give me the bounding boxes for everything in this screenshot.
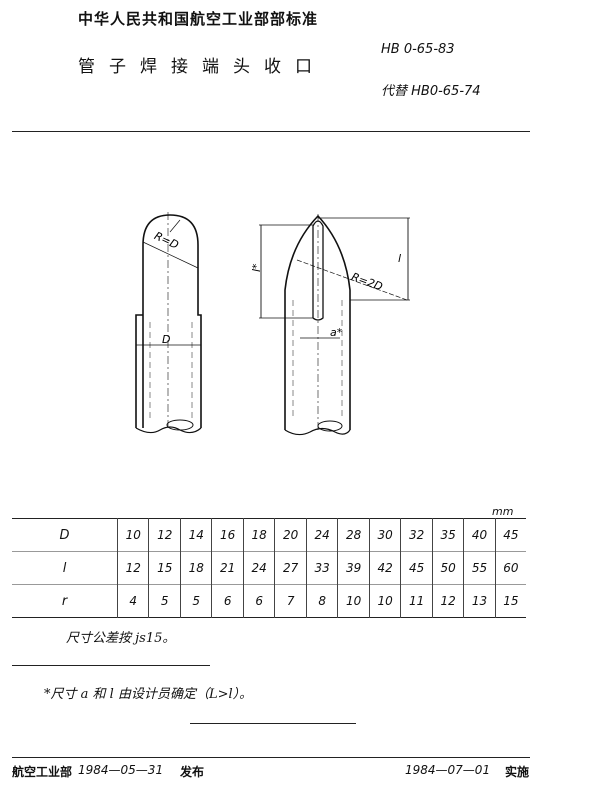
table-cell: 21 [211,551,244,585]
diameter-label: D [162,333,170,346]
table-cell: 13 [463,584,496,618]
table-cell: 33 [305,551,338,585]
table-cell: 45 [494,518,526,552]
issuer: 航空工业部 [12,765,73,779]
table-cell: 24 [242,551,275,585]
row-header: r [61,593,68,609]
table-cell: 30 [368,518,401,552]
issue-date: 1984—05—31 [78,763,164,777]
right-tube-figure [259,214,410,436]
table-cell: 50 [431,551,464,585]
table-cell: 11 [400,584,433,618]
table-cell: 15 [148,551,181,585]
table-cell: 28 [337,518,370,552]
footnote: *尺寸 a 和 l 由设计员确定（L>l）。 [44,687,253,702]
table-cell: 12 [148,518,181,552]
effective-date: 1984—07—01 [405,763,491,777]
document-title: 管子焊接端头收口 [78,57,326,77]
table-cell: 27 [274,551,307,585]
unit-label: mm [492,505,514,518]
table-cell: 20 [274,518,307,552]
table-row: D 10 12 14 16 18 20 24 28 30 32 35 40 45 [12,518,526,552]
table-cell: 5 [148,584,181,618]
table-cell: 8 [305,584,338,618]
table-cell: 6 [211,584,244,618]
table-cell: 42 [368,551,401,585]
table-cell: 12 [116,551,149,585]
table-cell: 55 [463,551,496,585]
table-cell: 14 [179,518,212,552]
row-header: D [59,527,70,543]
table-cell: 40 [463,518,496,552]
table-cell: 10 [116,518,149,552]
left-tube-figure [135,212,202,434]
replaces-standard: 代替 HB0-65-74 [381,84,481,99]
table-cell: 60 [494,551,526,585]
table-cell: 4 [116,584,149,618]
table-cell: 10 [337,584,370,618]
table-row: r 4 5 5 6 6 7 8 10 10 11 12 13 15 [12,584,526,618]
organization-heading: 中华人民共和国航空工业部部标准 [78,10,319,28]
issue-label: 发布 [180,765,205,779]
right-radius-label: R=2D [350,270,385,293]
dimension-table: D 10 12 14 16 18 20 24 28 30 32 35 40 45… [12,518,526,618]
table-cell: 35 [431,518,464,552]
technical-drawing: R=D D l* l R=2D a* [135,212,410,436]
table-cell: 39 [337,551,370,585]
table-cell: 12 [431,584,464,618]
table-cell: 18 [179,551,212,585]
footnote-divider [12,665,210,666]
slot-length-label: l* [250,263,263,272]
table-cell: 16 [211,518,244,552]
footer-divider [12,757,530,758]
row-header: l [62,560,67,576]
table-cell: 15 [494,584,526,618]
slot-width-label: a* [330,326,343,339]
table-cell: 24 [305,518,338,552]
table-cell: 10 [368,584,401,618]
table-cell: 6 [242,584,275,618]
length-label: l [398,252,401,265]
effective-label: 实施 [505,765,530,779]
tolerance-note: 尺寸公差按 js15。 [66,631,176,646]
standard-number: HB 0-65-83 [381,42,455,57]
header-divider [12,131,530,132]
table-cell: 18 [242,518,275,552]
table-row: l 12 15 18 21 24 27 33 39 42 45 50 55 60 [12,551,526,585]
table-cell: 45 [400,551,433,585]
table-cell: 5 [179,584,212,618]
end-mark-line [190,723,356,724]
table-cell: 7 [274,584,307,618]
table-cell: 32 [400,518,433,552]
